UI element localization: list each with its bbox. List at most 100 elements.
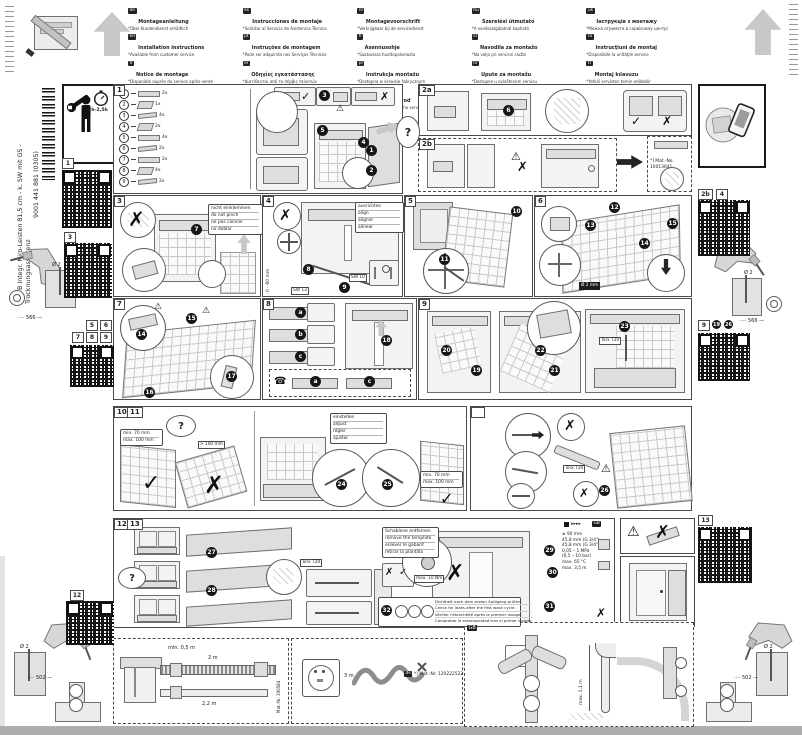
dim-bad-label: > 100 mm [198,441,225,449]
crossed-circle: ✗ [557,413,585,441]
language-code-badge: uk [586,8,595,14]
tap-assembly [495,631,569,723]
language-subtitle: *Dostupne u ovlaštenom servisu [471,78,538,84]
note-line: max. 100 mm [423,480,454,485]
note-line: aligner [358,218,400,225]
strip-c-detail [307,347,335,366]
part-icon [136,166,155,175]
part-icon [137,145,158,152]
plinth-thumb-3 [134,595,180,623]
note-line: (0,5 – 10 bar) [562,554,592,560]
ground-hatch [569,713,603,720]
note-line: régler [333,429,383,436]
part-icon [137,112,158,119]
fitting-detail-circle [256,91,298,133]
language-title: Інструкція з монтажу [594,19,657,25]
language-title: Szerelési útmutató [480,19,535,25]
step-circle-14: 14 [639,238,650,249]
panel-11b: ✗ Torx T20 ⚠ 26 ✗ [470,406,693,511]
note-line: align [358,211,400,218]
part-leader-line [131,126,136,127]
mat-no-line2: 10013641 [650,165,673,170]
panel-8: 8 a b c 18 ☎ a c [262,298,417,400]
panel-8-label: 8 [263,299,274,310]
question-cloud-10: ? [166,415,196,437]
screwdriver-line [625,335,627,361]
part-icon [138,134,160,141]
panel-11b-label [471,407,485,418]
step-circle-32: 32 [381,605,392,616]
note-line: einstellen [333,415,383,422]
part-number: 4 [119,121,129,132]
note-line: max. 65 °C [562,559,587,565]
check-icon-tool: ✓ [399,567,408,578]
niche-drawing [427,91,469,131]
panel-3-label: 3 [114,196,125,207]
language-title: Instrucţiuni de montaj [593,45,657,52]
step-circle-12: 12 [609,202,620,213]
qr-label-step4: 4 [716,189,728,200]
qr-label-step1: 1 [62,158,74,169]
letter-circle-c2: c [364,376,375,387]
language-title: Οδηγίες εγκατάστασης [249,71,315,78]
language-title: Montaj kılavuzu [592,71,639,78]
edge-detail-circle [539,244,581,286]
panel-2b-note: *] Mat.-No. 10013641 [647,136,692,192]
washer-detail-right-inner [770,300,778,308]
letter-circle-a2: a [310,376,321,387]
language-code-badge: tr [586,60,593,67]
language-entry: hr Upute za montažu*Dostupne u ovlašteno… [471,60,580,85]
fastener-box-2 [306,601,372,625]
step-circle-13: 13 [585,220,596,231]
step-circle-4: 4 [358,137,369,148]
part-number: 8 [119,165,129,176]
part-quantity: 1x [155,102,161,107]
riser-dim-line [589,645,590,711]
hinge-detail-circle [122,248,166,292]
note-line: Vérifier l'étanchéité après le premier l… [435,612,533,619]
hinge-bracket-left [55,682,101,722]
mini-box-bad: ✗ [351,87,395,106]
cross-icon-bad: ✗ [204,471,225,499]
hose-end-icon [598,561,610,570]
warning-icon-a: ⚠ [154,302,163,312]
step-circle-23: 23 [619,321,630,332]
language-subtitle: *Solicitar al Servicio de Asistencia Téc… [242,26,327,31]
language-entry: sl Navodila za montažo*Na voljo pri serv… [471,34,580,58]
step-circle-14b: 14 [136,329,147,340]
crossed-circle-top: ✗ [273,202,301,230]
language-subtitle: *Διατίθενται από το σέρβις πελατών [242,78,317,84]
strip-detail-circle [120,305,166,351]
language-title: Instrukcja montażu [364,71,420,78]
drill-diameter-label-bottom-left: Ø 2 [20,644,29,650]
warning-icon: ⚠ [336,104,345,114]
check-icon-right: ✓ [440,489,454,508]
drill-size-label: Ø 2 mm [579,282,601,290]
plinth-thumb-1 [134,527,180,555]
warning-icon: ⚠ [601,462,611,475]
part-icon [136,100,155,109]
part-leader-line [131,159,136,160]
panel-11-label: 11 [127,407,143,418]
question-cloud-2: ? [396,116,420,148]
language-entry: es Instrucciones de montaje*Solicitar al… [242,8,351,32]
torx-label: Torx T20 [599,337,622,345]
panel-5-label: 5 [405,196,416,207]
power-cord-panel: 3 m de *) Mat.-Nr. 120222522 [291,638,463,724]
language-title: Navodila za montažo [478,45,538,52]
language-code-badge: en [128,34,137,40]
drill-diameter-label-left: Ø 2 [52,262,61,268]
language-entry: fi Asennusohje*Saatavissa huoltopalvelus… [357,34,465,58]
front-panel-drawing [481,93,531,131]
step-circle-6: 6 [503,105,514,116]
supply-hose [160,689,268,697]
note-line: alinear [358,225,374,230]
part-quantity: 2x [162,157,168,162]
